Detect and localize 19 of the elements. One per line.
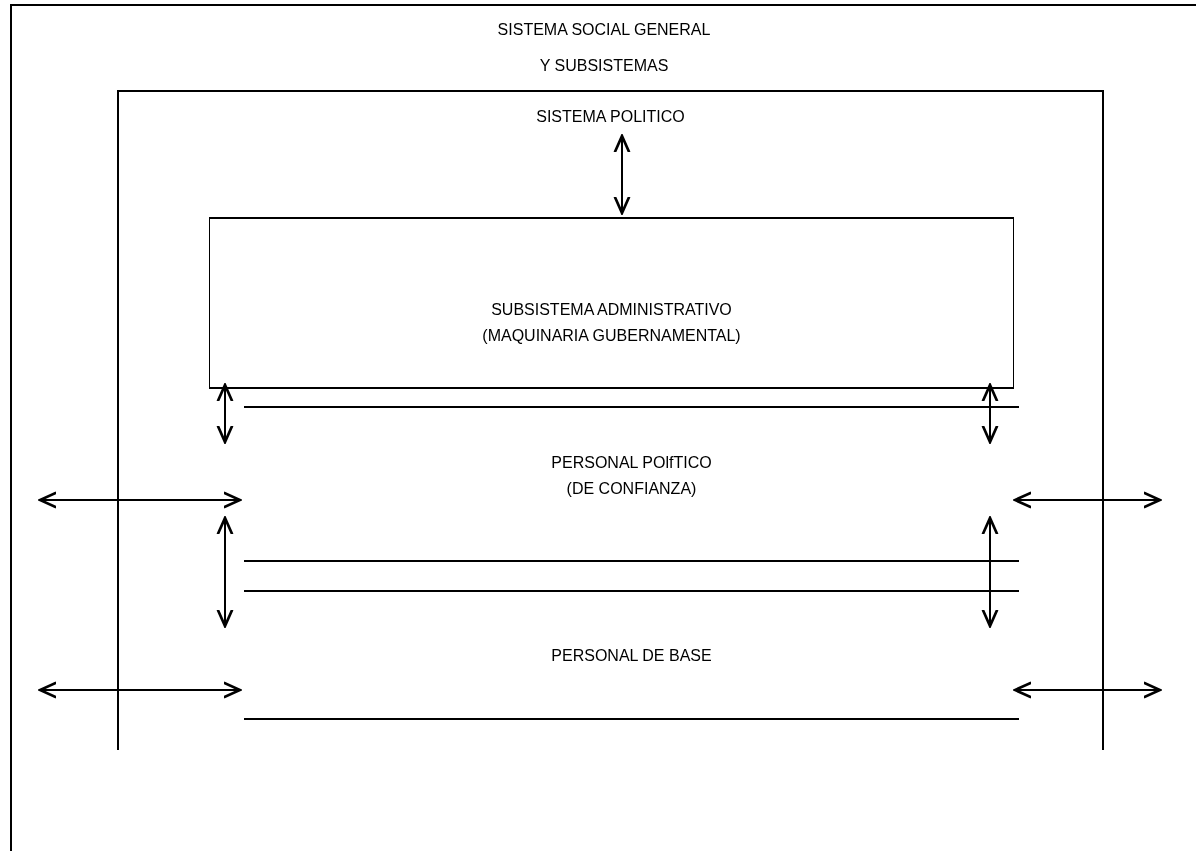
double-arrow [1013, 491, 1162, 509]
system-box [10, 4, 1196, 851]
double-arrow [981, 383, 999, 444]
double-arrow [216, 383, 234, 444]
system-box [117, 90, 1104, 750]
double-arrow [1013, 681, 1162, 699]
double-arrow [613, 134, 631, 215]
system-box [209, 217, 1014, 389]
system-label: PERSONAL DE BASE [550, 646, 713, 666]
double-arrow [38, 681, 242, 699]
double-arrow [981, 516, 999, 628]
system-label: PERSONAL POlfTICO (DE CONFIANZA) [550, 453, 713, 499]
system-label: SUBSISTEMA ADMINISTRATIVO (MAQUINARIA GUBERNAMENTAL) [481, 300, 742, 346]
system-box [244, 590, 1019, 720]
system-label: SISTEMA SOCIAL GENERAL Y SUBSISTEMAS [496, 20, 712, 76]
double-arrow [38, 491, 242, 509]
system-box [244, 406, 1019, 562]
double-arrow [216, 516, 234, 628]
system-label: SISTEMA POLITICO [535, 107, 686, 127]
